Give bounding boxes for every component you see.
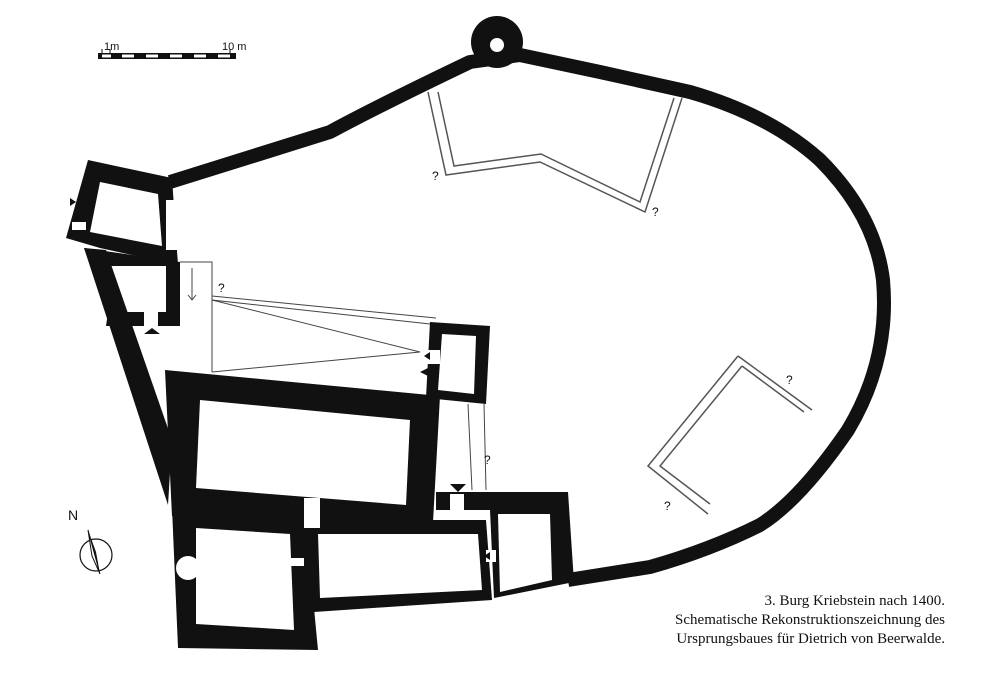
question-mark-3: ? xyxy=(218,281,225,295)
central-tower xyxy=(420,322,490,404)
hypothetical-building-north xyxy=(427,91,683,214)
west-wall xyxy=(84,248,172,505)
hypothetical-building-east xyxy=(646,355,813,515)
courtyard-lines xyxy=(180,261,487,491)
main-hall xyxy=(165,370,440,540)
caption-line-1: 3. Burg Kriebstein nach 1400. xyxy=(764,593,945,609)
caption: 3. Burg Kriebstein nach 1400. Schematisc… xyxy=(675,592,945,649)
north-label: N xyxy=(68,507,78,523)
south-wing xyxy=(172,508,318,650)
scale-bar: 1m 10 m xyxy=(98,41,246,59)
caption-line-3: Ursprungsbaues für Dietrich von Beerwald… xyxy=(676,631,945,647)
round-tower xyxy=(471,16,523,68)
outer-curtain-wall xyxy=(167,48,891,587)
caption-line-2: Schematische Rekonstruktionszeichnung de… xyxy=(675,612,945,628)
question-mark-1: ? xyxy=(432,169,439,183)
scale-label-end: 10 m xyxy=(222,41,246,53)
southeast-building xyxy=(436,484,574,598)
question-mark-6: ? xyxy=(664,499,671,513)
north-arrow: N xyxy=(68,507,113,575)
south-middle-building xyxy=(300,498,492,612)
northwest-tower xyxy=(66,160,178,265)
question-mark-2: ? xyxy=(652,205,659,219)
scale-label-start: 1m xyxy=(104,41,119,53)
question-mark-4: ? xyxy=(786,373,793,387)
question-mark-5: ? xyxy=(484,453,491,467)
